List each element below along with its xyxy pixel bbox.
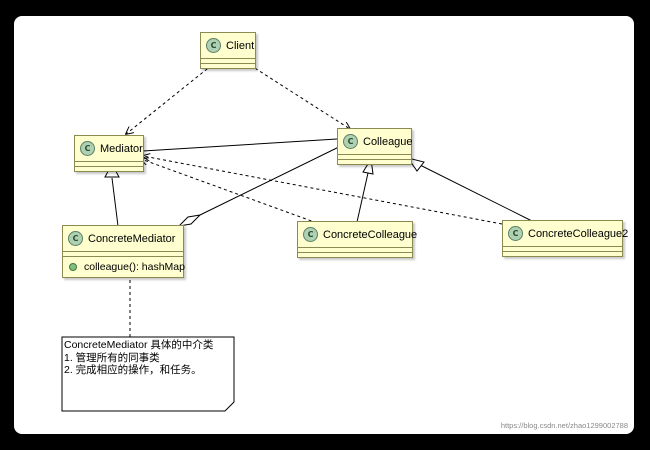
class-icon: C <box>68 231 83 246</box>
class-colleague-header: C Colleague <box>338 129 413 155</box>
class-concretecolleague2[interactable]: C ConcreteColleague2 <box>502 220 628 257</box>
class-icon: C <box>80 141 95 156</box>
concretecolleague-mediator-dependency <box>141 159 318 224</box>
public-method-icon <box>69 263 77 271</box>
concretemediator-colleague-aggregation-line <box>199 142 348 216</box>
diagram-canvas: C Client C Mediator C Colleague C Concre… <box>14 16 634 434</box>
class-icon: C <box>343 134 358 149</box>
concretecolleague2-colleague-generalization-line <box>419 164 533 222</box>
concretemediator-colleague-aggregation-diamond <box>177 214 202 227</box>
class-concretemediator-name: ConcreteMediator <box>88 232 176 245</box>
class-icon: C <box>508 226 523 241</box>
class-client[interactable]: C Client <box>200 32 256 69</box>
method-signature: colleague(): hashMap <box>84 261 185 273</box>
note-line: ConcreteMediator 具体的中介类 <box>64 339 214 351</box>
class-concretecolleague2-header: C ConcreteColleague2 <box>503 221 628 247</box>
class-mediator-header: C Mediator <box>75 136 143 162</box>
class-concretemediator-header: C ConcreteMediator <box>63 226 183 252</box>
concretemediator-mediator-generalization-line <box>111 177 119 227</box>
class-separator <box>503 251 622 256</box>
client-colleague-dependency <box>249 64 350 129</box>
client-mediator-dependency <box>126 64 213 134</box>
watermark: https://blog.csdn.net/zhao1299002788 <box>500 421 628 430</box>
class-separator <box>201 63 255 68</box>
class-concretecolleague[interactable]: C ConcreteColleague <box>297 221 417 258</box>
class-separator <box>75 166 143 171</box>
class-concretecolleague-header: C ConcreteColleague <box>298 222 417 248</box>
class-colleague[interactable]: C Colleague <box>337 128 413 165</box>
class-icon: C <box>303 227 318 242</box>
concretecolleague2-mediator-dependency <box>143 156 503 225</box>
class-mediator-name: Mediator <box>100 142 143 155</box>
class-client-header: C Client <box>201 33 255 59</box>
class-icon: C <box>206 38 221 53</box>
class-concretecolleague2-name: ConcreteColleague2 <box>528 227 629 240</box>
class-separator <box>298 252 412 257</box>
concretecolleague2-colleague-generalization-head <box>406 157 425 172</box>
relations-layer <box>61 64 533 412</box>
mediator-colleague-association <box>142 138 338 152</box>
class-mediator[interactable]: C Mediator <box>74 135 144 172</box>
note-comment[interactable]: ConcreteMediator 具体的中介类 1. 管理所有的同事类 2. 完… <box>64 339 213 377</box>
class-separator <box>338 159 411 164</box>
class-concretemediator[interactable]: C ConcreteMediator colleague(): hashMap <box>62 225 185 278</box>
concretecolleague-colleague-generalization-line <box>356 172 369 223</box>
note-line: 1. 管理所有的同事类 <box>64 351 160 364</box>
note-line: 2. 完成相应的操作，和任务。 <box>64 364 202 376</box>
class-client-name: Client <box>226 39 255 52</box>
method-colleague[interactable]: colleague(): hashMap <box>63 256 185 277</box>
class-concretecolleague-name: ConcreteColleague <box>323 228 418 241</box>
class-colleague-name: Colleague <box>363 135 413 148</box>
note-shape <box>61 336 235 412</box>
